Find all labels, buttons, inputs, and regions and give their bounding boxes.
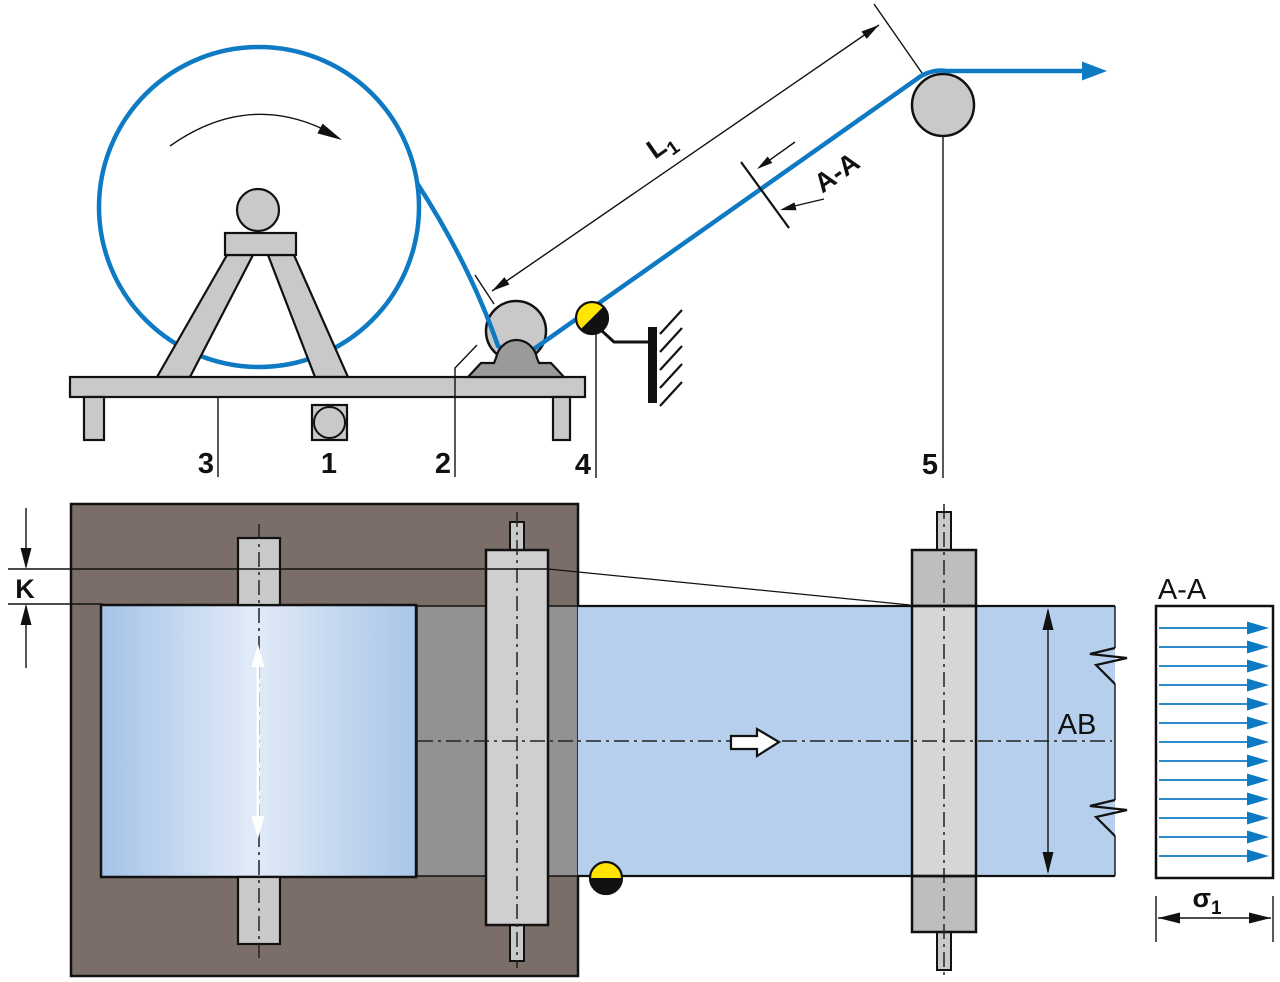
l1-end-tick-top [873,3,923,74]
stress-arrowhead-icon [1247,830,1269,844]
ab-arrowhead-down-icon [1042,852,1054,874]
stress-arrowhead-icon [1247,621,1269,635]
stress-arrowhead-icon [1247,678,1269,692]
offset-dimension-K: K [8,508,911,668]
wall-hatching [659,309,683,407]
rotation-arrow-arc [169,113,332,147]
left-foot [82,395,106,442]
part-label-3: 3 [198,448,214,480]
web-travel-arrow-icon [729,727,782,759]
ab-arrowhead-up-icon [1042,608,1054,630]
part-label-5: 5 [922,449,938,481]
k-arrowhead-down-icon [20,548,32,569]
stress-arrowhead-icon [1247,640,1269,654]
sensor-arm [600,329,651,344]
side-view: L1 A-A [68,3,1107,481]
stress-arrowhead-icon [1247,754,1269,768]
l1-end-tick-bottom [474,274,495,305]
guide-roller-top-view [484,512,550,968]
stress-arrowhead-icon [1247,811,1269,825]
stress-arrowhead-icon [1247,792,1269,806]
k-label: K [15,574,35,604]
sigma-arrowhead-right-icon [1249,912,1271,924]
section-title: A-A [1158,574,1207,606]
web-break-mark-bottom [1089,798,1128,837]
web-break-mark-top [1089,646,1128,685]
sigma-label: σ1 [1192,883,1221,919]
traverse-arrow [251,644,265,839]
ab-label: AB [1058,709,1097,741]
stress-arrows [1159,621,1269,863]
stress-arrowhead-icon [1247,773,1269,787]
rotation-arrow-icon [317,123,342,140]
sensor-top-black-half [590,878,622,894]
tension-sensor-top-view [588,860,624,896]
width-dimension-AB: AB [1042,608,1097,874]
stress-arrowhead-icon [1247,849,1269,863]
outfeed-roller-5-circle [910,72,976,138]
sensor-top-outline [588,860,624,896]
stress-arrowhead-icon [1247,735,1269,749]
l1-dimension-line [491,24,880,292]
part-label-2: 2 [435,448,451,480]
drive-roller-circle [313,406,346,439]
web-exit-arrow-icon [1082,61,1107,81]
sensor-top-yellow-half [590,862,622,878]
l1-arrowhead-top-icon [861,25,879,39]
roller-pedestal [465,338,567,379]
length-dimension-L1: L1 [474,3,923,305]
sensor-black-half [580,306,608,334]
sensor-yellow-half [576,302,604,330]
unwind-stand [155,187,350,379]
outfeed-roller-top-view [910,504,978,976]
sigma-arrowhead-left-icon [1158,912,1180,924]
traverse-arrowhead-up-icon [251,644,265,667]
aa-tick-line [740,161,790,229]
section-view-aa: A-A σ1 [1154,574,1275,942]
stress-arrowhead-icon [1247,659,1269,673]
stand-top-bar [223,231,298,257]
part-label-4: 4 [575,449,591,481]
sensor-outline [574,300,610,336]
k-arrowhead-up-icon [20,604,32,625]
traverse-arrowhead-down-icon [251,816,265,839]
base-beam [68,375,587,399]
stress-arrowhead-icon [1247,697,1269,711]
aa-lower-arrowhead-icon [780,202,797,211]
web-edges [578,604,1128,878]
section-marker-aa: A-A [740,141,866,229]
right-foot [551,395,572,442]
roll-hub [235,187,281,233]
tension-sensor-side [574,300,610,336]
wall-mount [600,309,683,407]
wall-bar [648,327,657,403]
leader-2 [454,344,478,477]
aa-marker-label: A-A [809,147,866,199]
stress-arrowhead-icon [1247,716,1269,730]
part-label-1: 1 [321,448,337,480]
aa-upper-arrowhead-icon [757,156,773,169]
l1-arrowhead-bottom-icon [492,277,510,291]
top-view: K AB A-A σ1 [8,502,1275,978]
k-leader-to-roller [547,568,911,606]
